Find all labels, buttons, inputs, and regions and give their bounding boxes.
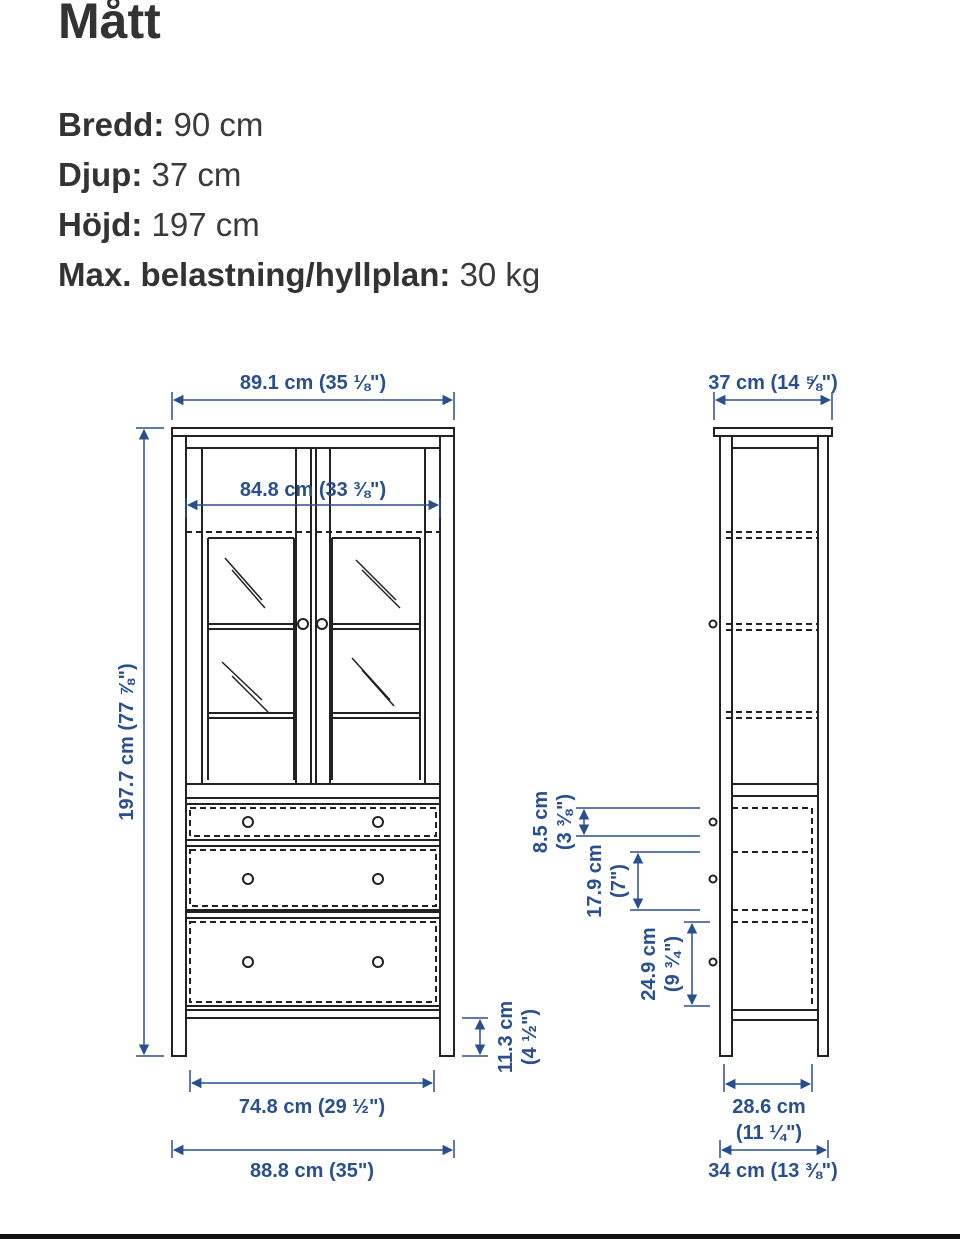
drawer-2: [185, 845, 441, 911]
label-leg-height-cm: 11.3 cm: [495, 1001, 517, 1073]
spec-max-load: Max. belastning/hyllplan: 30 kg: [58, 250, 540, 300]
drawer-knob-icon: [372, 873, 384, 885]
label-drawer3-cm: 24.9 cm: [638, 927, 660, 1000]
side-knob-icon: [708, 817, 718, 827]
label-drawer3-in: (9 ¾"): [662, 936, 684, 992]
drawer-knob-icon: [242, 816, 254, 828]
label-bottom-depth: 34 cm (13 ⅜"): [708, 1160, 838, 1182]
cabinet-top: [171, 427, 455, 437]
front-view: [171, 427, 455, 1057]
side-front-leg: [719, 435, 733, 1057]
page-title: Mått: [58, 0, 161, 49]
label-depth-top: 37 cm (14 ⅝"): [708, 372, 838, 394]
bottom-divider: [0, 1234, 960, 1239]
label-drawer2-in: (7"): [608, 864, 630, 898]
label-inner-width: 84.8 cm (33 ⅜"): [240, 479, 386, 501]
spec-height: Höjd: 197 cm: [58, 200, 540, 250]
spec-label: Djup:: [58, 156, 143, 193]
spec-value: 197 cm: [151, 206, 260, 243]
label-leg-height-in: (4 ½"): [519, 1009, 541, 1065]
side-view: [708, 427, 833, 1057]
drawer-knob-icon: [242, 873, 254, 885]
glass-reflection-icon: [221, 557, 401, 713]
label-drawer1-cm: 8.5 cm: [530, 791, 552, 853]
drawer-knob-icon: [242, 956, 254, 968]
door-knob-icon: [297, 618, 309, 630]
spec-value: 37 cm: [151, 156, 242, 193]
left-leg: [171, 435, 187, 1057]
label-bottom-width: 88.8 cm (35"): [250, 1160, 374, 1182]
side-top: [713, 427, 833, 437]
spec-label: Höjd:: [58, 206, 143, 243]
drawer-knob-icon: [372, 816, 384, 828]
label-total-height: 197.7 cm (77 ⅞"): [116, 663, 138, 820]
drawer-1: [185, 803, 441, 841]
label-inner-depth-in: (11 ¼"): [736, 1122, 802, 1144]
drawer-3: [185, 917, 441, 1007]
label-drawer-width: 74.8 cm (29 ½"): [239, 1096, 385, 1118]
spec-value: 30 kg: [459, 256, 541, 293]
label-drawer2-cm: 17.9 cm: [584, 844, 606, 917]
spec-depth: Djup: 37 cm: [58, 150, 540, 200]
label-inner-depth-cm: 28.6 cm: [732, 1096, 805, 1118]
side-knob-icon: [708, 619, 718, 629]
spec-label: Bredd:: [58, 106, 165, 143]
side-knob-icon: [708, 957, 718, 967]
side-back-leg: [817, 435, 829, 1057]
spec-label: Max. belastning/hyllplan:: [58, 256, 451, 293]
side-knob-icon: [708, 874, 718, 884]
drawer-knob-icon: [372, 956, 384, 968]
door-knob-icon: [316, 618, 328, 630]
right-leg: [439, 435, 455, 1057]
dimension-lines: [136, 392, 833, 1158]
spec-value: 90 cm: [173, 106, 264, 143]
label-top-width: 89.1 cm (35 ⅛"): [240, 372, 386, 394]
spec-width: Bredd: 90 cm: [58, 100, 540, 150]
label-drawer1-in: (3 ⅜"): [554, 794, 576, 850]
spec-list: Bredd: 90 cm Djup: 37 cm Höjd: 197 cm Ma…: [58, 100, 540, 300]
